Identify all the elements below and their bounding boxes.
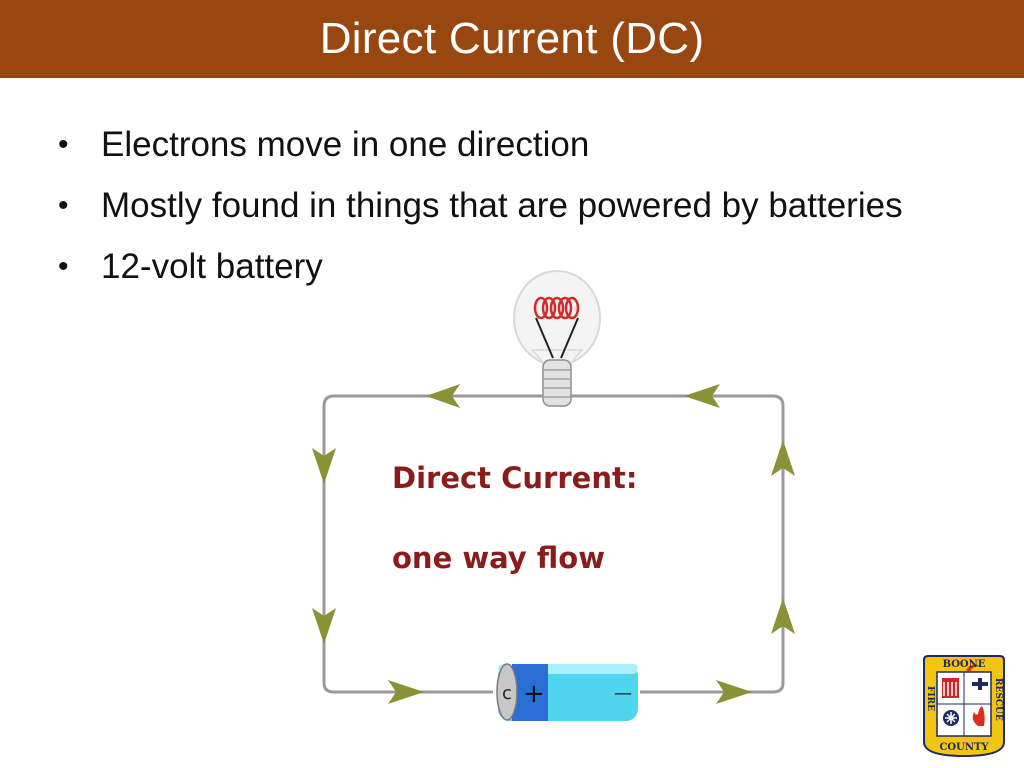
logo-bottom-text: COUNTY xyxy=(939,742,989,753)
diagram-label-line-2: one way flow xyxy=(392,541,605,575)
arrow-right-lower-icon xyxy=(771,598,795,634)
title-bar: Direct Current (DC) xyxy=(0,0,1024,78)
arrow-top-right-icon xyxy=(684,384,720,408)
logo-top-text: BOONE xyxy=(943,659,986,670)
boone-county-fire-rescue-logo: BOONE FIRE RESCUE COUNTY xyxy=(923,655,1005,758)
slide-title: Direct Current (DC) xyxy=(319,14,705,63)
arrow-right-upper-icon xyxy=(771,440,795,476)
flow-arrows xyxy=(312,384,795,704)
battery-icon: c + — xyxy=(496,663,638,721)
arrow-bottom-left-icon xyxy=(388,680,424,704)
bullet-item-2: Mostly found in things that are powered … xyxy=(58,183,938,229)
bullet-item-3: 12-volt battery xyxy=(58,244,938,290)
arrow-top-left-icon xyxy=(426,384,460,408)
arrow-bottom-right-icon xyxy=(716,680,752,704)
circuit-wire xyxy=(322,394,785,694)
diagram-label-line-1: Direct Current: xyxy=(392,461,637,495)
bullet-list: Electrons move in one direction Mostly f… xyxy=(58,122,938,305)
logo-right-text: RESCUE xyxy=(993,678,1003,721)
dc-circuit-diagram: Direct Current: one way flow c + — xyxy=(312,270,795,721)
bullet-item-1: Electrons move in one direction xyxy=(58,122,938,168)
logo-left-text: FIRE xyxy=(925,686,935,711)
battery-minus-sign: — xyxy=(614,683,632,704)
arrow-left-upper-icon xyxy=(312,448,336,484)
battery-terminal-label: c xyxy=(502,683,512,704)
light-bulb-icon xyxy=(513,270,601,407)
battery-plus-sign: + xyxy=(523,679,545,709)
arrow-left-lower-icon xyxy=(312,608,336,644)
